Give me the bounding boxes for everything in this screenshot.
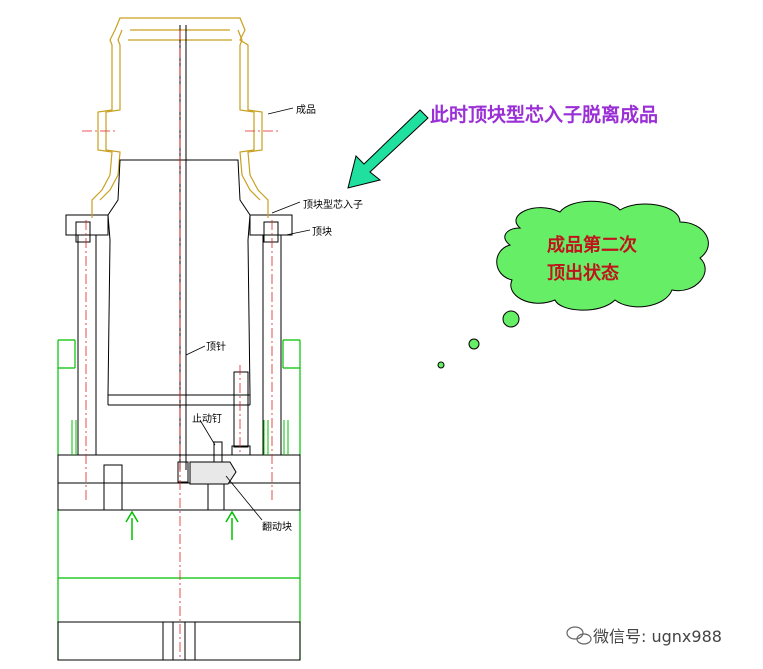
ejector-plates	[57, 454, 301, 661]
up-arrow-icon	[125, 510, 139, 540]
wechat-watermark: 微信号: ugnx988	[565, 623, 722, 647]
label-ejector-pin: 顶针	[206, 342, 226, 353]
label-product: 成品	[296, 105, 316, 116]
up-arrow-icon	[225, 510, 239, 540]
wechat-icon	[566, 626, 592, 645]
leader-lines	[185, 107, 311, 521]
label-stop-pin: 止动钉	[192, 414, 222, 425]
product-outline	[91, 17, 269, 218]
thought-cloud	[437, 200, 709, 369]
guide-pillars	[65, 214, 293, 511]
headline-text: 此时顶块型芯入子脱离成品	[430, 104, 659, 126]
wechat-id: 微信号: ugnx988	[593, 627, 722, 646]
mold-frame	[57, 339, 301, 660]
cloud-line-1: 成品第二次	[547, 235, 637, 256]
center-lines	[82, 30, 278, 660]
cloud-text: 成品第二次 顶出状态	[547, 232, 637, 288]
ejector-pin	[177, 25, 189, 483]
lever-block	[189, 441, 237, 485]
label-lever-block: 翻动块	[262, 522, 292, 533]
cloud-line-2: 顶出状态	[547, 263, 619, 284]
core-insert	[107, 159, 251, 406]
label-core-insert: 顶块型芯入子	[303, 200, 363, 211]
callout-arrow	[347, 109, 429, 189]
label-ejector-block: 顶块	[312, 227, 332, 238]
push-arrows	[125, 510, 239, 540]
pillar-details	[71, 420, 289, 455]
